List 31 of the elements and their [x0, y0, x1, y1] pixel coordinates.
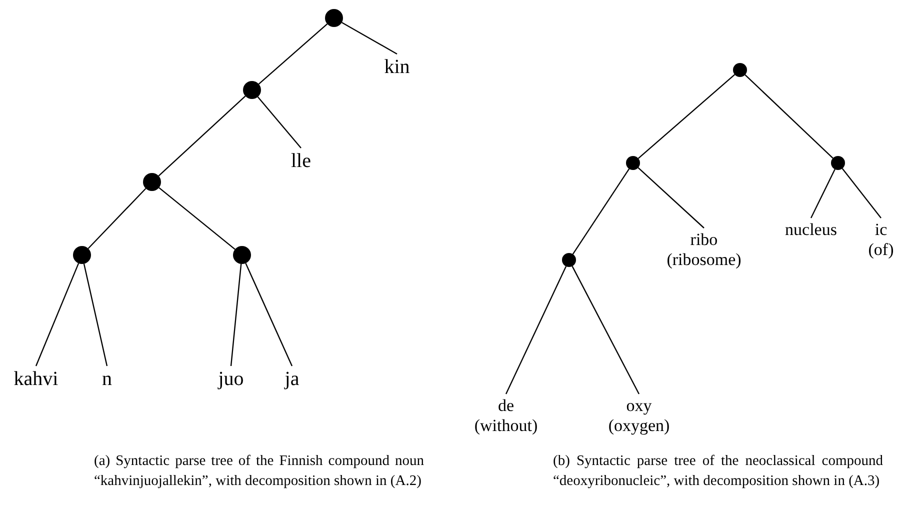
tree-branch — [35, 263, 80, 366]
leaf-label: ja — [284, 368, 300, 391]
tree-branch — [744, 74, 834, 159]
figure-caption: (a) Syntactic parse tree of the Finnish compound noun “kahvinjuojallekin”, with decomposition shown in (A.2) — [94, 452, 424, 491]
leaf-label: oxy (oxygen) — [608, 396, 670, 436]
figure-caption: (b) Syntactic parse tree of the neoclassical compound “deoxyribonucleic”, with decomposition shown in (A.3) — [553, 452, 883, 491]
leaf-label: juo — [218, 368, 244, 391]
tree-branch — [810, 169, 836, 218]
tree-branch — [572, 168, 630, 254]
tree-branch — [257, 96, 302, 148]
tree-branch — [572, 266, 640, 394]
tree-branch — [342, 22, 398, 55]
tree-branch — [158, 96, 246, 176]
tree-branch — [158, 187, 236, 250]
leaf-label: n — [102, 368, 112, 391]
tree-branch — [88, 188, 146, 249]
leaf-label: de (without) — [474, 396, 538, 436]
leaf-label: lle — [291, 150, 311, 173]
leaf-label: kin — [384, 56, 410, 79]
tree-branch — [245, 262, 293, 366]
tree-branch — [258, 23, 328, 85]
tree-branch — [83, 264, 108, 366]
tree-branch — [505, 266, 567, 394]
tree-branch — [230, 264, 242, 366]
tree-branch — [638, 74, 736, 159]
leaf-label: ribo (ribosome) — [666, 230, 742, 270]
tree-branch — [638, 167, 704, 228]
leaf-label: nucleus — [785, 220, 837, 240]
leaf-label: ic (of) — [868, 220, 894, 260]
tree-branch — [842, 168, 882, 218]
leaf-label: kahvi — [14, 368, 58, 391]
